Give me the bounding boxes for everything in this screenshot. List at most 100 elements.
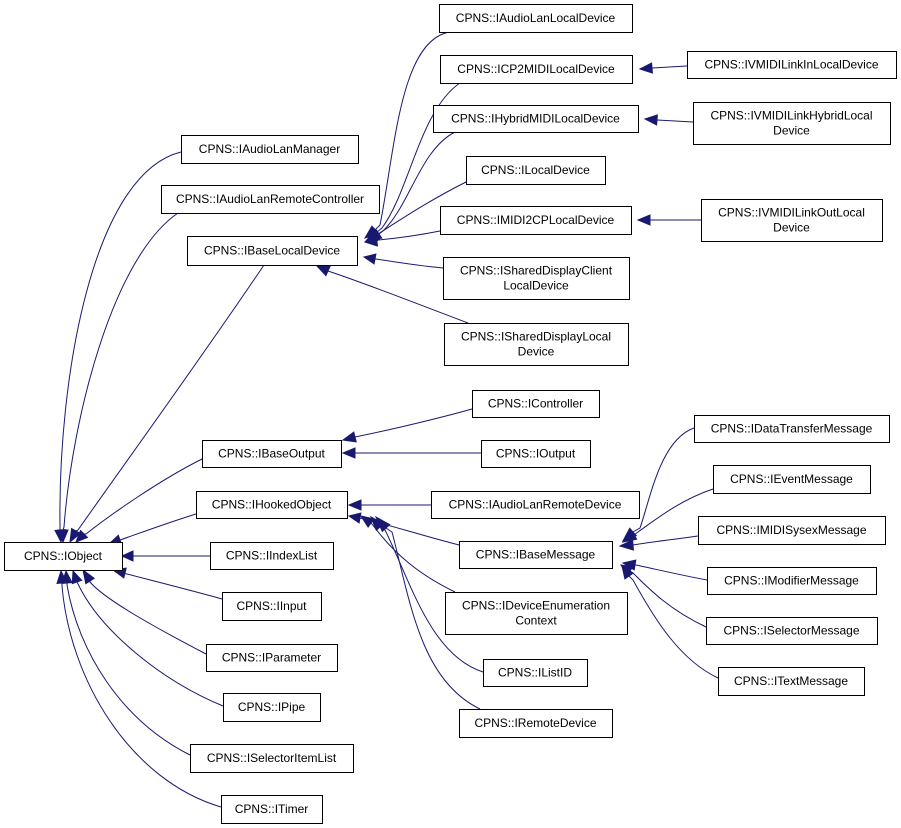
class-node-selector-item-list[interactable]: CPNS::ISelectorItemList	[190, 744, 354, 773]
class-node-input[interactable]: CPNS::IInput	[222, 592, 322, 621]
class-name-label: CPNS::IMIDI2CPLocalDevice	[457, 213, 615, 227]
class-node-box	[202, 440, 342, 468]
class-node-data-transfer-message[interactable]: CPNS::IDataTransferMessage	[694, 415, 890, 443]
edge-text-message-to-base-message	[621, 564, 719, 679]
class-name-label: Device	[773, 124, 810, 138]
edge-line	[374, 31, 451, 231]
class-node-output[interactable]: CPNS::IOutput	[481, 440, 591, 468]
class-name-label: CPNS::ISelectorItemList	[207, 751, 337, 765]
edge-modifier-message-to-base-message	[621, 559, 708, 581]
edge-line	[376, 82, 461, 233]
class-node-selector-message[interactable]: CPNS::ISelectorMessage	[706, 617, 878, 645]
class-node-pipe[interactable]: CPNS::IPipe	[223, 693, 321, 722]
inheritance-arrow-icon	[69, 527, 82, 544]
class-node-box	[433, 105, 639, 133]
class-node-hooked-object[interactable]: CPNS::IHookedObject	[196, 491, 348, 519]
class-name-label: CPNS::IBaseOutput	[218, 447, 325, 461]
edge-line	[375, 258, 444, 269]
class-node-box	[472, 390, 600, 418]
class-node-base-output[interactable]: CPNS::IBaseOutput	[202, 440, 342, 468]
edge-line	[119, 513, 197, 541]
class-name-label: CPNS::IHybridMIDILocalDevice	[451, 112, 620, 126]
inheritance-arrow-icon	[71, 569, 83, 585]
inheritance-arrow-icon	[75, 529, 89, 543]
class-node-box	[439, 4, 633, 33]
class-node-box	[706, 617, 878, 645]
class-name-label: CPNS::IDataTransferMessage	[711, 422, 873, 436]
class-node-midi2cp-local-device[interactable]: CPNS::IMIDI2CPLocalDevice	[440, 206, 632, 235]
edge-parameter-to-iobject	[82, 568, 207, 655]
edge-vmidi-link-in-local-device-to-cp2midi-local-device	[638, 62, 688, 74]
class-name-label: CPNS::IDeviceEnumeration	[462, 599, 610, 613]
class-node-local-device[interactable]: CPNS::ILocalDevice	[466, 156, 606, 185]
class-node-box	[443, 257, 630, 300]
class-node-box	[713, 465, 871, 494]
class-name-label: LocalDevice	[503, 279, 569, 293]
class-node-cp2midi-local-device[interactable]: CPNS::ICP2MIDILocalDevice	[440, 55, 633, 84]
class-name-label: CPNS::IBaseMessage	[476, 548, 596, 562]
inheritance-arrow-icon	[315, 265, 331, 277]
class-node-hybrid-midi-local-device[interactable]: CPNS::IHybridMIDILocalDevice	[433, 105, 639, 133]
class-node-midi-sysex-message[interactable]: CPNS::IMIDISysexMessage	[698, 516, 886, 545]
class-node-text-message[interactable]: CPNS::ITextMessage	[718, 667, 865, 696]
class-node-box	[701, 199, 883, 242]
class-node-box	[445, 592, 628, 635]
class-node-index-list[interactable]: CPNS::IIndexList	[210, 542, 334, 570]
class-name-label: CPNS::IOutput	[496, 447, 576, 461]
class-node-remote-device[interactable]: CPNS::IRemoteDevice	[459, 709, 613, 738]
class-node-timer[interactable]: CPNS::ITimer	[221, 795, 323, 824]
class-name-label: CPNS::ICP2MIDILocalDevice	[457, 62, 615, 76]
class-name-label: CPNS::IRemoteDevice	[474, 716, 596, 730]
class-node-box	[206, 644, 338, 672]
edge-line	[76, 581, 224, 707]
class-node-iobject[interactable]: CPNS::IObject	[4, 542, 123, 571]
class-node-audio-lan-local-device[interactable]: CPNS::IAudioLanLocalDevice	[439, 4, 633, 33]
edges-layer	[54, 31, 719, 808]
edge-line	[628, 575, 719, 679]
class-name-label: CPNS::IListID	[498, 666, 572, 680]
class-node-box	[718, 667, 865, 696]
class-name-label: CPNS::ISelectorMessage	[723, 624, 859, 638]
class-node-audio-lan-remote-controller[interactable]: CPNS::IAudioLanRemoteController	[161, 185, 380, 214]
class-node-base-message[interactable]: CPNS::IBaseMessage	[459, 541, 613, 569]
class-name-label: CPNS::ITextMessage	[734, 674, 848, 688]
class-node-box	[466, 156, 606, 185]
class-node-box	[161, 185, 380, 214]
class-node-box	[444, 323, 629, 366]
class-node-audio-lan-manager[interactable]: CPNS::IAudioLanManager	[181, 135, 359, 164]
class-node-audio-lan-remote-device[interactable]: CPNS::IAudioLanRemoteDevice	[431, 491, 640, 519]
edge-index-list-to-iobject	[120, 550, 210, 562]
inheritance-arrow-icon	[374, 515, 391, 533]
class-node-list-id[interactable]: CPNS::IListID	[483, 659, 588, 687]
class-name-label: CPNS::IPipe	[238, 700, 306, 714]
inheritance-arrow-icon	[363, 235, 378, 247]
edge-line	[632, 427, 695, 533]
class-node-box	[693, 102, 891, 145]
class-name-label: Context	[515, 614, 557, 628]
edge-line	[376, 230, 441, 242]
edge-selector-message-to-base-message	[620, 564, 707, 628]
class-node-modifier-message[interactable]: CPNS::IModifierMessage	[707, 567, 877, 595]
inheritance-arrow-icon	[643, 114, 658, 126]
class-node-parameter[interactable]: CPNS::IParameter	[206, 644, 338, 672]
class-node-base-local-device[interactable]: CPNS::IBaseLocalDevice	[187, 236, 358, 266]
class-node-box	[190, 744, 354, 773]
edge-line	[629, 570, 707, 628]
edge-line	[122, 572, 223, 600]
class-node-event-message[interactable]: CPNS::IEventMessage	[713, 465, 871, 494]
class-node-controller[interactable]: CPNS::IController	[472, 390, 600, 418]
class-name-label: CPNS::IModifierMessage	[724, 574, 859, 588]
edge-line	[378, 131, 456, 235]
class-node-vmidi-link-in-local-device[interactable]: CPNS::IVMIDILinkInLocalDevice	[687, 51, 897, 79]
inheritance-arrow-icon	[341, 447, 356, 459]
inheritance-arrow-icon	[636, 214, 651, 226]
edge-line	[61, 583, 222, 808]
class-node-box	[210, 542, 334, 570]
class-node-box	[222, 592, 322, 621]
edge-shared-display-client-local-device-to-base-local-device	[362, 253, 444, 269]
